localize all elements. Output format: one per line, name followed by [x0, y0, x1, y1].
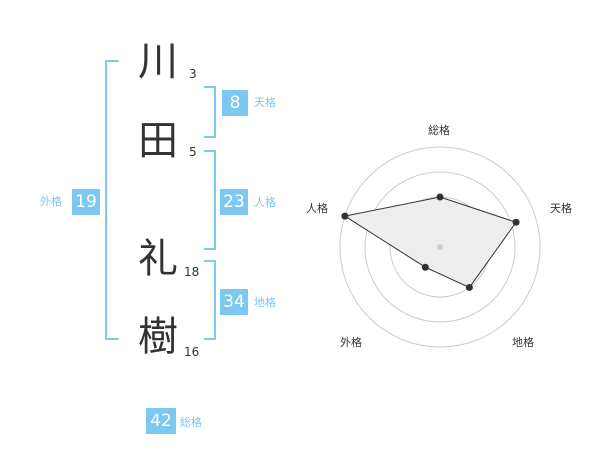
- chikaku-label: 地格: [254, 296, 276, 309]
- radar-label-soukaku: 総格: [428, 124, 450, 137]
- radar-point-jinkaku: [341, 212, 349, 220]
- jinkaku-label: 人格: [254, 196, 276, 209]
- radar-point-tenkaku: [512, 218, 520, 226]
- name-char-4: 樹: [138, 314, 178, 360]
- tenkaku-badge: 8: [222, 90, 248, 116]
- chikaku-bracket: [204, 260, 216, 340]
- stroke-count-2: 5: [189, 145, 197, 159]
- radar-point-gaikaku: [421, 263, 429, 271]
- gaikaku-label: 外格: [40, 195, 62, 208]
- radar-chart: [339, 146, 541, 348]
- radar-points: [341, 193, 520, 291]
- jinkaku-badge: 23: [220, 189, 248, 215]
- stroke-count-4: 16: [184, 345, 200, 359]
- radar-label-jinkaku: 人格: [306, 202, 328, 215]
- stroke-count-1: 3: [189, 67, 197, 81]
- gaikaku-badge: 19: [72, 189, 100, 215]
- radar-center-dot: [437, 244, 443, 250]
- radar-label-chikaku: 地格: [512, 336, 534, 349]
- soukaku-badge: 42: [146, 408, 176, 434]
- radar-score-polygon: [343, 196, 517, 289]
- stroke-count-3: 18: [184, 265, 200, 279]
- gaikaku-bracket: [105, 60, 119, 340]
- name-char-1: 川: [138, 39, 178, 85]
- tenkaku-bracket: [204, 86, 216, 138]
- name-char-2: 田: [138, 118, 178, 164]
- jinkaku-bracket: [204, 150, 216, 250]
- radar-point-chikaku: [465, 283, 473, 291]
- radar-point-soukaku: [436, 193, 444, 201]
- radar-ring: [339, 146, 541, 348]
- radar-ring: [364, 171, 516, 323]
- name-char-3: 礼: [138, 236, 178, 282]
- chikaku-badge: 34: [220, 289, 248, 315]
- soukaku-label: 総格: [180, 416, 202, 429]
- radar-label-gaikaku: 外格: [340, 336, 362, 349]
- tenkaku-label: 天格: [254, 96, 276, 109]
- radar-label-tenkaku: 天格: [550, 202, 572, 215]
